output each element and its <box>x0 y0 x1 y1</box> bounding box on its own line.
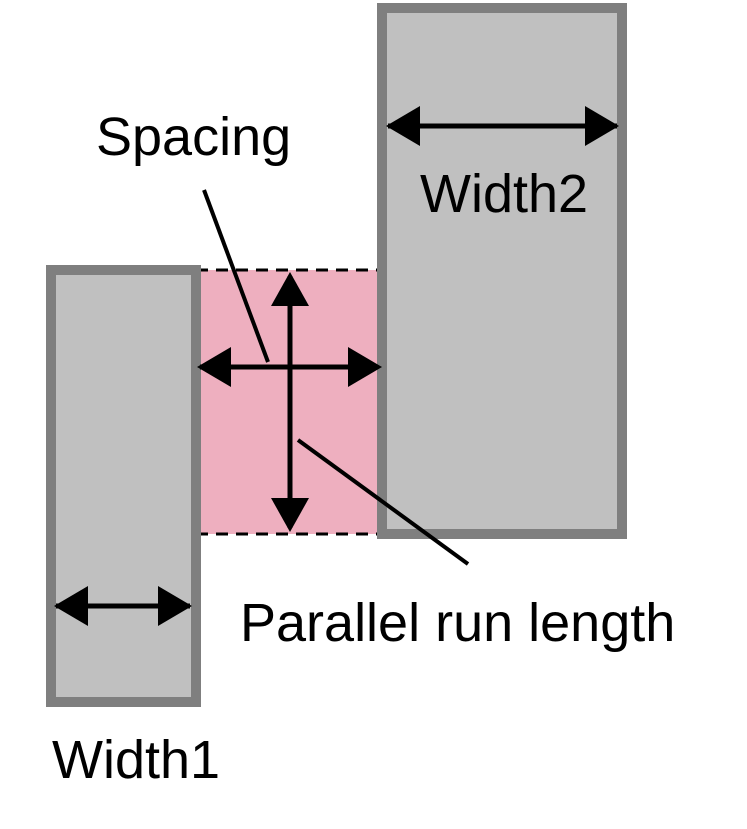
spacing-leader-line <box>202 189 270 363</box>
width1-label: Width1 <box>52 730 220 790</box>
width2-label: Width2 <box>420 164 588 224</box>
width2-arrow <box>386 106 619 146</box>
parallel-run-length-label: Parallel run length <box>240 593 675 653</box>
wire-2 <box>377 3 627 539</box>
parallel-run-length-leader-line <box>296 438 470 566</box>
wire-1 <box>46 265 201 707</box>
width1-arrow <box>54 586 192 626</box>
parallel-run-length-arrow <box>271 272 309 532</box>
spacing-label: Spacing <box>96 107 291 167</box>
